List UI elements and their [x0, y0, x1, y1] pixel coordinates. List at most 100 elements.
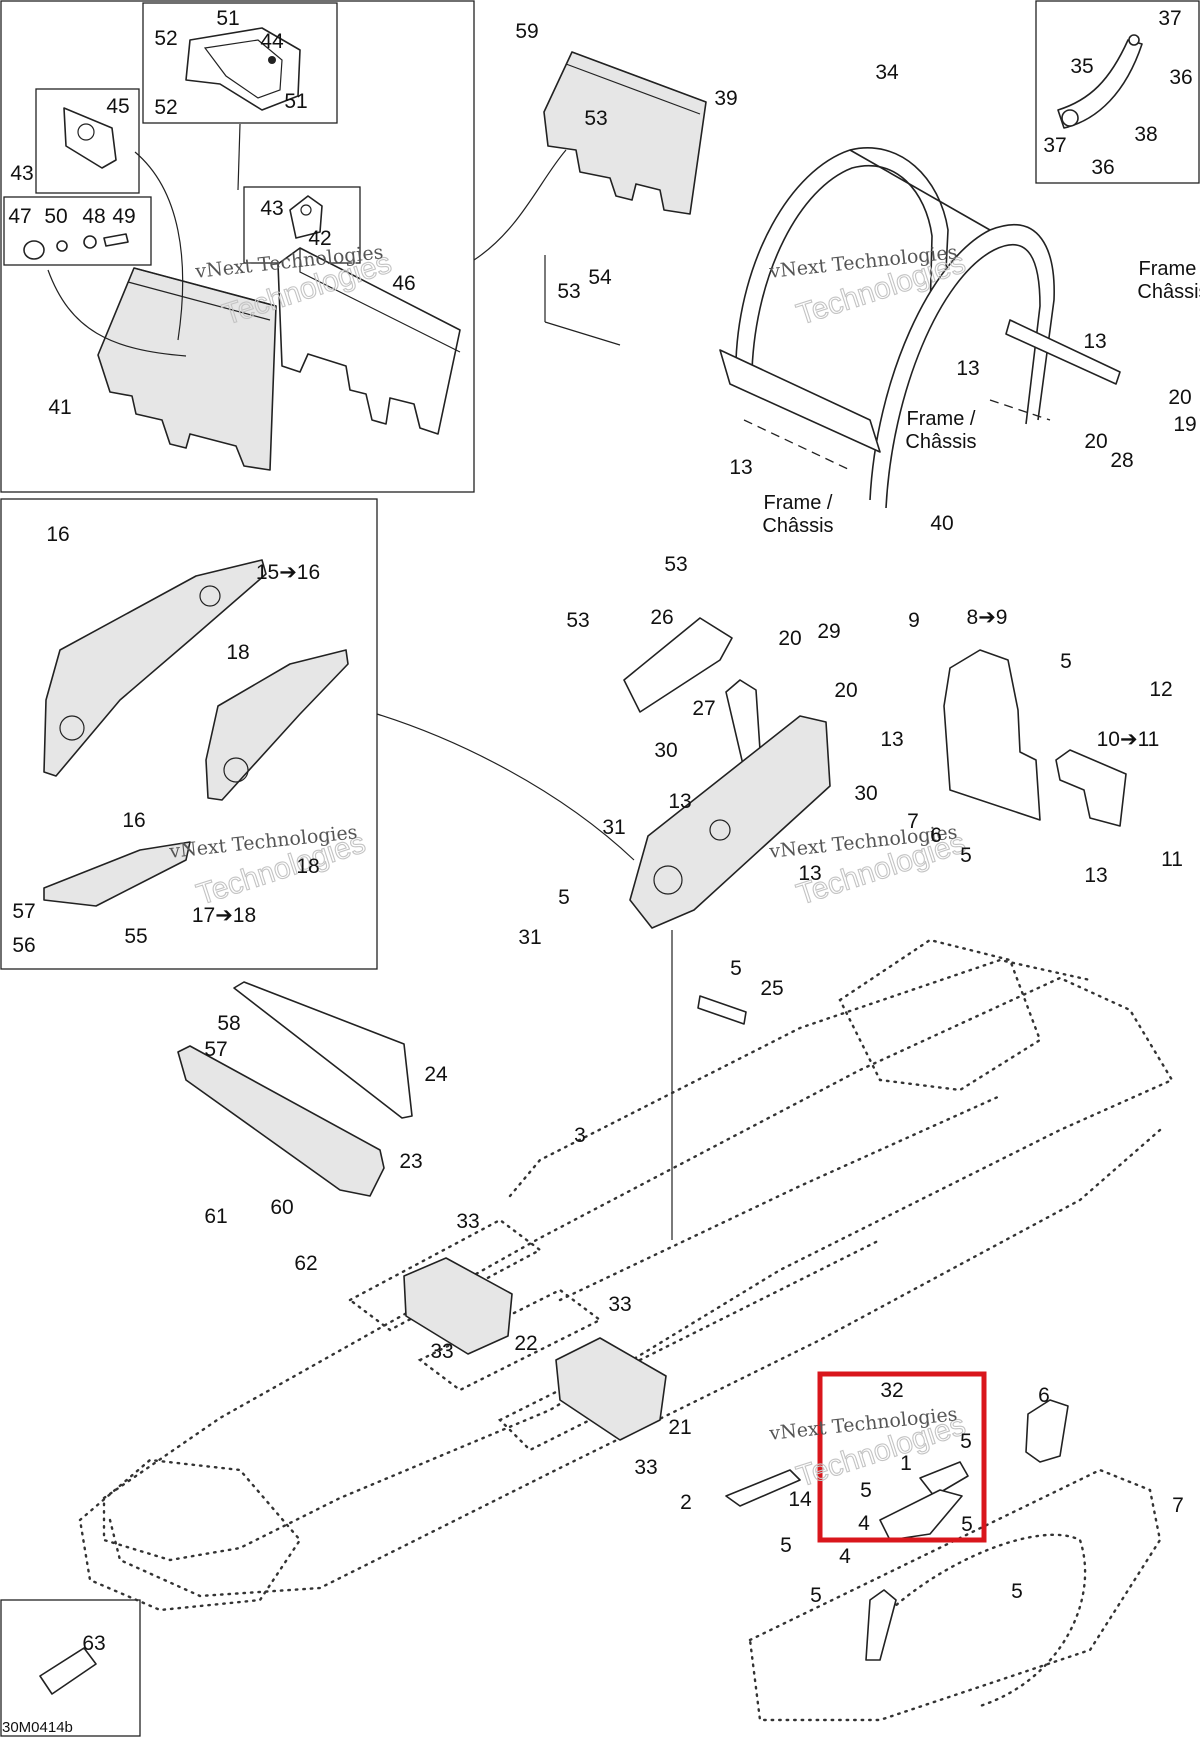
callout-56: 6 — [930, 824, 942, 847]
callout-98: 7 — [1172, 1494, 1184, 1517]
side-panel-15 — [43, 559, 267, 777]
callout-49: 20 — [834, 679, 857, 702]
callout-66: 13 — [880, 728, 903, 751]
callout-25: 38 — [1134, 123, 1157, 146]
detail-box-bracket-44 — [142, 2, 338, 124]
tube-63 — [39, 1647, 97, 1695]
main-frame — [78, 938, 1174, 1612]
drawing-code: 30M0414b — [2, 1719, 73, 1736]
detail-box-rear-panel — [0, 0, 475, 493]
callout-54: 30 — [854, 782, 877, 805]
callout-94: 5 — [780, 1534, 792, 1557]
callout-9: 47 — [8, 205, 31, 228]
leader-cage-1 — [743, 419, 851, 471]
tube-25 — [697, 995, 747, 1025]
support-35 — [1057, 34, 1143, 129]
frame-label-en-0: Frame / — [1139, 258, 1200, 280]
callout-30: 19 — [1173, 413, 1196, 436]
panel-41 — [97, 267, 277, 471]
callout-15: 59 — [515, 20, 538, 43]
callout-7: 43 — [260, 197, 283, 220]
callout-44: 53 — [664, 553, 687, 576]
callout-38: 16 — [122, 809, 145, 832]
callout-42: 55 — [124, 925, 147, 948]
callout-83: 21 — [668, 1416, 691, 1439]
callout-39: 18 — [296, 855, 319, 878]
callout-93: 14 — [788, 1488, 812, 1511]
plate-22 — [403, 1257, 513, 1355]
leader-rear-2 — [134, 151, 184, 341]
bracket-44 — [185, 27, 301, 111]
callout-85: 32 — [880, 1379, 903, 1402]
leader-side-panels — [376, 713, 635, 861]
frame-label-fr-0: Châssis — [1137, 281, 1200, 303]
callout-73: 24 — [424, 1063, 448, 1086]
panel-23 — [177, 1045, 385, 1197]
callout-61: 5 — [730, 957, 742, 980]
callout-48: 29 — [817, 620, 840, 643]
callout-79: 33 — [456, 1210, 479, 1233]
plate-6 — [1025, 1399, 1069, 1463]
callout-17: 39 — [714, 87, 737, 110]
callout-76: 61 — [204, 1205, 227, 1228]
callout-33: 13 — [729, 456, 752, 479]
callout-36: 15➔16 — [256, 561, 320, 584]
callout-50: 27 — [692, 697, 715, 720]
roll-cage-34 — [719, 147, 1121, 509]
bracket-4b — [865, 1589, 897, 1661]
panel-24 — [233, 981, 413, 1119]
plate-21 — [555, 1337, 667, 1441]
callout-87: 6 — [1038, 1384, 1050, 1407]
detail-box-side-panels — [0, 498, 378, 970]
callout-37: 18 — [226, 641, 249, 664]
bracket-1 — [919, 1461, 969, 1497]
callout-0: 51 — [216, 7, 239, 30]
frame-label-fr-1: Châssis — [905, 431, 976, 453]
bracket-45 — [63, 107, 117, 169]
callout-68: 11 — [1161, 848, 1183, 871]
callout-16: 53 — [584, 107, 607, 130]
detail-box-tube-63 — [0, 1599, 141, 1737]
leader-rear-1 — [47, 269, 187, 357]
callout-14: 41 — [48, 396, 71, 419]
side-panel-17 — [205, 649, 349, 801]
panel-46 — [277, 247, 461, 435]
callout-26: 36 — [1091, 156, 1114, 179]
callout-41: 56 — [12, 934, 35, 957]
bracket-4 — [879, 1489, 963, 1541]
frame-label-en-1: Frame / — [907, 408, 976, 430]
callout-80: 22 — [514, 1332, 537, 1355]
callout-70: 25 — [760, 977, 783, 1000]
highlight-box — [817, 1371, 987, 1543]
callout-8: 42 — [308, 227, 331, 250]
callout-45: 53 — [566, 609, 589, 632]
callout-58: 13 — [798, 862, 821, 885]
callout-40: 57 — [12, 900, 35, 923]
callout-11: 48 — [82, 205, 105, 228]
callout-28: 13 — [956, 357, 979, 380]
callout-90: 4 — [858, 1512, 870, 1535]
callout-19: 54 — [588, 266, 612, 289]
callout-63: 8➔9 — [967, 606, 1008, 629]
callout-60: 31 — [518, 926, 541, 949]
callout-51: 30 — [654, 739, 677, 762]
callout-74: 23 — [399, 1150, 422, 1173]
callout-62: 9 — [908, 609, 920, 632]
callout-2: 44 — [260, 30, 284, 53]
callout-84: 33 — [634, 1456, 657, 1479]
callout-10: 50 — [44, 205, 67, 228]
bushing-set — [23, 233, 129, 260]
callout-55: 7 — [907, 810, 919, 833]
callout-97: 5 — [1011, 1580, 1023, 1603]
leader-cage-2 — [989, 399, 1051, 421]
callout-78: 62 — [294, 1252, 317, 1275]
callout-20: 34 — [875, 61, 899, 84]
callout-1: 52 — [154, 27, 177, 50]
callout-24: 37 — [1043, 134, 1066, 157]
callout-5: 45 — [106, 95, 129, 118]
callout-32: 28 — [1110, 449, 1133, 472]
callout-53: 31 — [602, 816, 625, 839]
callout-27: 13 — [1083, 330, 1106, 353]
